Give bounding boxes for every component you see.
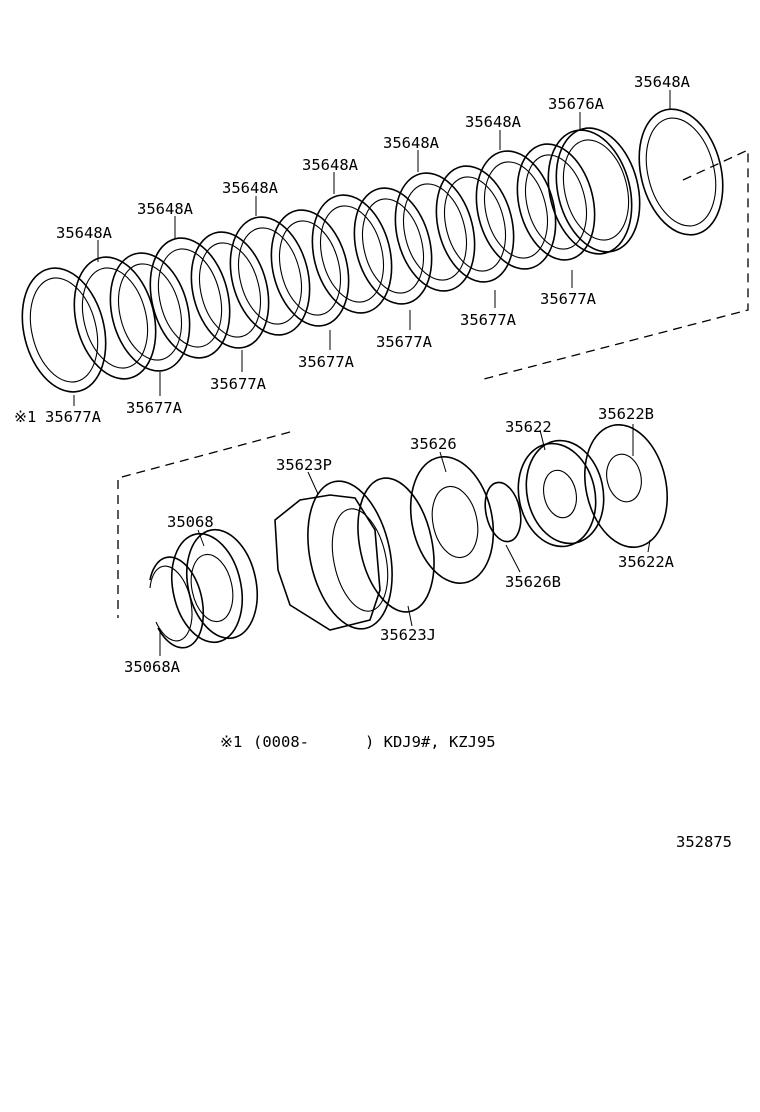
clutch-disc-35677A-5 [353,187,433,305]
piston-35622 [517,439,605,548]
figure-number: 352875 [676,833,732,851]
footnote: ※1 (0008- ) KDJ9#, KZJ95 [220,733,496,751]
clutch-plate-35676A [547,127,641,255]
label-35676A: 35676A [548,95,605,113]
label-35677A-4: 35677A [298,353,355,371]
clutch-plate-35648A-6 [475,150,557,270]
footnote-mark: ※1 [220,733,242,751]
clutch-plate-35648A-5 [394,172,476,292]
clutch-disc-35677A-7 [516,143,596,261]
clutch-disc-35677A-2 [109,252,191,372]
clutch-disc-35677A-3 [190,231,270,349]
clutch-disc-35677A-6 [435,165,515,283]
label-35068: 35068 [167,513,214,531]
clutch-plate-35648A-2 [149,237,231,359]
label-35677A-7: 35677A [540,290,597,308]
label-35623J: 35623J [380,626,436,644]
label-35068A: 35068A [124,658,181,676]
clutch-plate-35648A-3 [229,216,311,336]
one-way-clutch-35068 [171,528,258,644]
clutch-disc-stack [21,108,724,393]
note-mark: ※1 [14,408,36,426]
label-35622A: 35622A [618,553,675,571]
label-35626B: 35626B [505,573,561,591]
piston-35626 [409,456,495,584]
label-35622: 35622 [505,418,552,436]
label-35648A-7: 35648A [634,73,691,91]
label-35648A-2: 35648A [137,200,194,218]
clutch-plate-35648A-4 [311,194,393,314]
label-35677A-5: 35677A [376,333,433,351]
label-35648A-6: 35648A [465,113,522,131]
label-35648A-3: 35648A [222,179,279,197]
label-35648A-5: 35648A [383,134,440,152]
label-35622B: 35622B [598,405,654,423]
label-35626: 35626 [410,435,457,453]
assembly-guide-lines [117,148,749,618]
ring-35623J [357,477,435,613]
label-35677A-1: 35677A [45,408,102,426]
seal-35622A [584,423,668,549]
clutch-plate-35648A-7 [638,108,724,236]
label-35623P: 35623P [276,456,332,474]
clutch-disc-35677A-4 [270,209,350,327]
clutch-disc-35677A-1 [21,267,107,393]
footnote-text: (0008- ) KDJ9#, KZJ95 [253,733,496,751]
part-labels: 35648A 35648A 35648A 35648A 35648A 35648… [14,73,691,676]
label-35648A-4: 35648A [302,156,359,174]
label-35677A-2: 35677A [126,399,183,417]
seal-35622B [606,453,642,503]
clutch-drum-35623P [274,480,393,631]
leader-lines [73,90,671,656]
o-ring-35626B [484,481,522,543]
label-35677A-6: 35677A [460,311,517,329]
lower-assembly [149,423,668,649]
label-35648A-1: 35648A [56,224,113,242]
label-35677A-3: 35677A [210,375,267,393]
